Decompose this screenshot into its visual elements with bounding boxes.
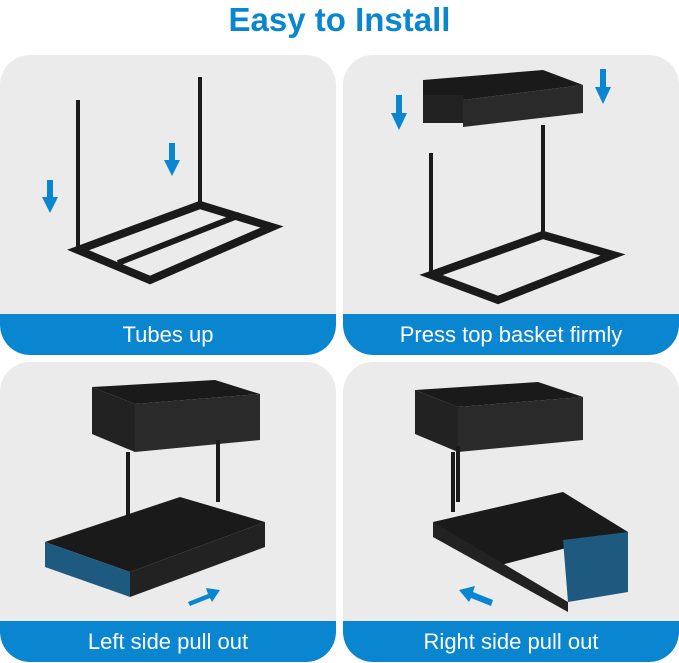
down-arrow-icon — [164, 143, 180, 176]
step-label: Tubes up — [0, 314, 336, 355]
rack-right-pull-illustration — [415, 382, 628, 612]
step-label: Left side pull out — [0, 621, 336, 662]
rack-frame-illustration — [42, 77, 284, 285]
step-label: Right side pull out — [343, 621, 679, 662]
step-label: Press top basket firmly — [343, 314, 679, 355]
right-arrow-icon — [188, 588, 220, 606]
down-arrow-icon — [391, 95, 407, 130]
step-left-side-pull-out: Left side pull out — [0, 362, 336, 662]
down-arrow-icon — [42, 180, 58, 213]
rack-left-pull-illustration — [45, 380, 265, 606]
step-press-top-basket: Press top basket firmly — [343, 55, 679, 355]
left-arrow-icon — [459, 586, 493, 606]
rack-basket-illustration — [391, 69, 626, 305]
step-right-side-pull-out: Right side pull out — [343, 362, 679, 662]
down-arrow-icon — [595, 69, 611, 104]
page-title: Easy to Install — [228, 1, 451, 38]
step-tubes-up: Tubes up — [0, 55, 336, 355]
